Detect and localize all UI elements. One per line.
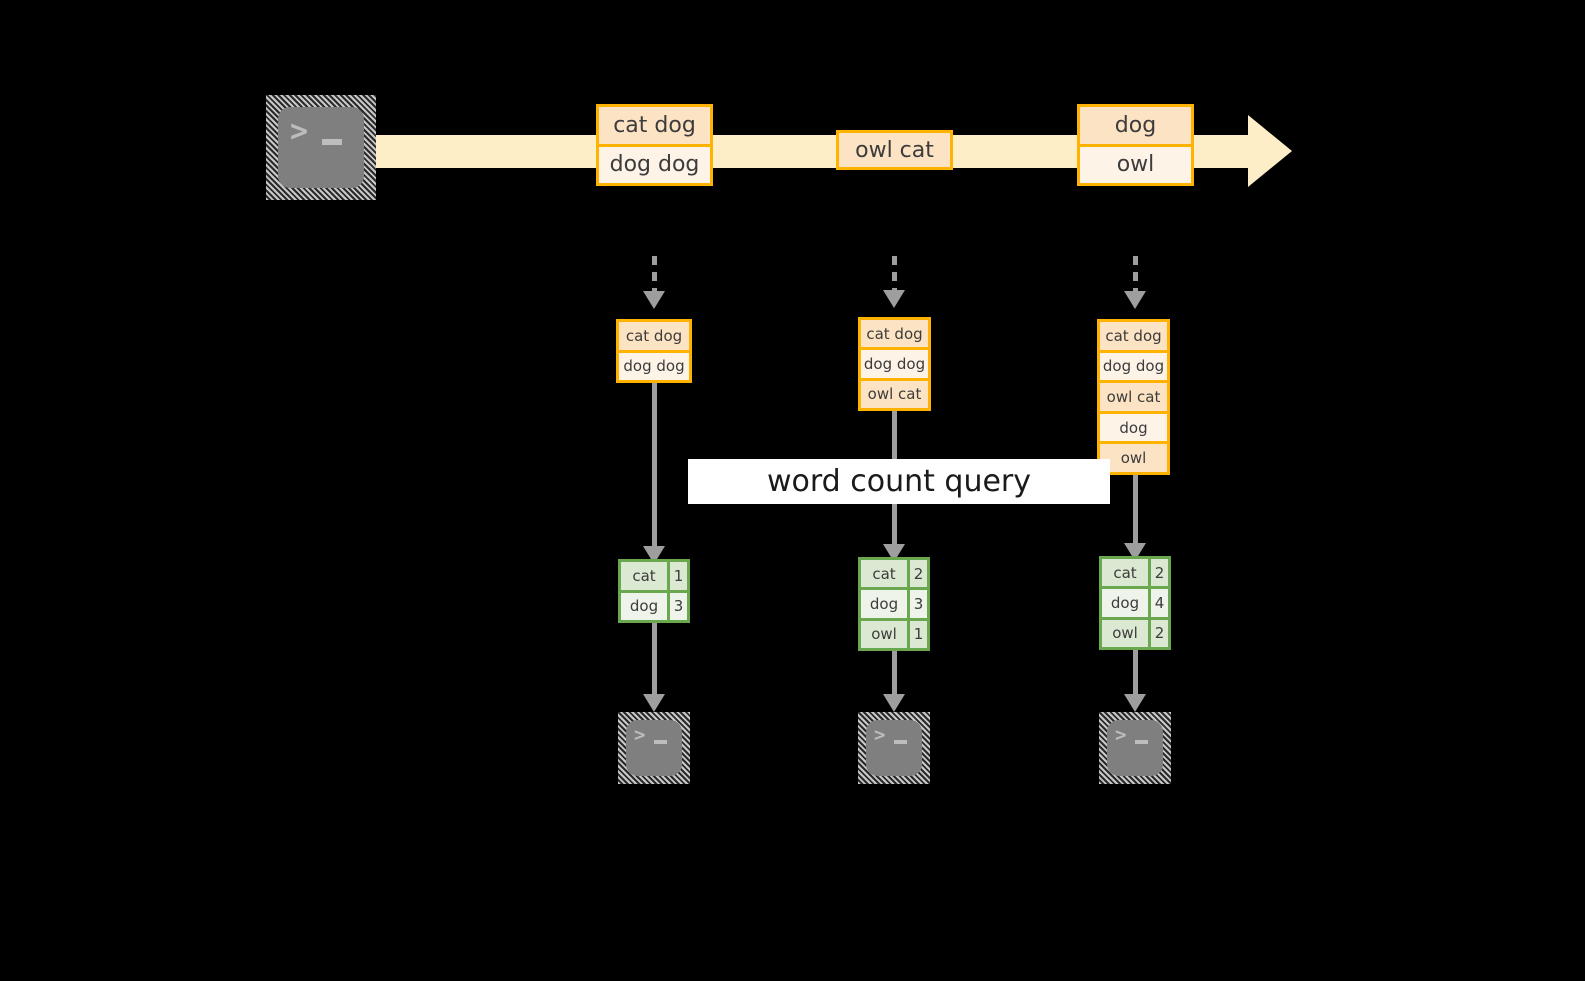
sink-arrowhead-column-2: [883, 694, 905, 712]
result-count: 3: [907, 590, 927, 618]
query-label-text: word count query: [766, 464, 1032, 499]
event-line: owl: [1080, 143, 1191, 183]
console-prompt-glyph: >: [1115, 724, 1127, 746]
timeline-event-batch-2[interactable]: owl cat: [836, 130, 953, 170]
source-console-icon[interactable]: >: [266, 95, 376, 200]
result-count: 2: [1148, 619, 1168, 647]
result-word: dog: [861, 590, 907, 618]
state-row: owl: [1100, 441, 1167, 472]
console-cursor-glyph: [894, 740, 907, 744]
result-count: 4: [1148, 589, 1168, 617]
sink-line-column-3: [1133, 650, 1138, 701]
result-row: cat 2: [1102, 559, 1168, 587]
console-cursor-glyph: [322, 139, 342, 145]
event-line: dog: [1080, 107, 1191, 144]
result-row: cat 1: [621, 562, 687, 590]
sink-console-icon-column-2[interactable]: >: [858, 712, 930, 784]
query-label: word count query: [688, 459, 1110, 504]
result-word: dog: [1102, 589, 1148, 617]
console-cursor-glyph: [1135, 740, 1148, 744]
result-word: cat: [1102, 559, 1148, 587]
state-row: owl cat: [1100, 380, 1167, 411]
state-table-column-2[interactable]: cat dog dog dog owl cat: [858, 317, 931, 411]
trigger-dashed-line-column-1: [652, 256, 657, 295]
trigger-arrowhead-column-1: [643, 291, 665, 309]
sink-line-column-1: [652, 623, 657, 701]
result-word: dog: [621, 592, 667, 620]
state-row: dog dog: [619, 349, 689, 380]
sink-line-column-2: [892, 651, 897, 701]
trigger-arrowhead-column-2: [883, 290, 905, 308]
trigger-dashed-line-column-2: [892, 256, 897, 294]
result-word: cat: [621, 562, 667, 590]
sink-arrowhead-column-1: [643, 694, 665, 712]
console-prompt-glyph: >: [874, 724, 886, 746]
console-prompt-glyph: >: [290, 114, 309, 149]
event-line: cat dog: [599, 107, 710, 144]
event-line: owl cat: [839, 133, 950, 167]
state-row: dog dog: [1100, 349, 1167, 381]
result-row: dog 3: [621, 589, 687, 620]
flow-line-column-3: [1133, 475, 1138, 560]
flow-line-column-1: [652, 383, 657, 563]
result-row: owl 1: [861, 617, 927, 648]
sink-console-icon-column-3[interactable]: >: [1099, 712, 1171, 784]
trigger-dashed-line-column-3: [1133, 256, 1138, 295]
timeline-event-batch-1[interactable]: cat dog dog dog: [596, 104, 713, 186]
console-screen: >: [866, 720, 922, 776]
result-row: dog 3: [861, 587, 927, 618]
console-cursor-glyph: [654, 740, 667, 744]
state-table-column-1[interactable]: cat dog dog dog: [616, 319, 692, 383]
sink-arrowhead-column-3: [1124, 694, 1146, 712]
result-table-column-2[interactable]: cat 2 dog 3 owl 1: [858, 557, 930, 651]
state-table-column-3[interactable]: cat dog dog dog owl cat dog owl: [1097, 319, 1170, 475]
state-row: cat dog: [1100, 322, 1167, 350]
trigger-arrowhead-column-3: [1124, 291, 1146, 309]
console-screen: >: [278, 107, 364, 188]
sink-console-icon-column-1[interactable]: >: [618, 712, 690, 784]
state-row: cat dog: [619, 322, 689, 350]
console-screen: >: [1107, 720, 1163, 776]
state-row: owl cat: [861, 377, 928, 408]
event-line: dog dog: [599, 143, 710, 183]
result-row: cat 2: [861, 560, 927, 588]
result-count: 2: [1148, 559, 1168, 587]
result-count: 2: [907, 560, 927, 588]
result-word: owl: [1102, 619, 1148, 647]
result-count: 1: [667, 562, 687, 590]
state-row: dog dog: [861, 347, 928, 378]
result-count: 3: [667, 592, 687, 620]
result-row: dog 4: [1102, 586, 1168, 617]
result-word: cat: [861, 560, 907, 588]
timeline-arrowhead: [1248, 115, 1292, 187]
result-count: 1: [907, 620, 927, 648]
timeline-event-batch-3[interactable]: dog owl: [1077, 104, 1194, 186]
console-screen: >: [626, 720, 682, 776]
result-table-column-3[interactable]: cat 2 dog 4 owl 2: [1099, 556, 1171, 650]
result-word: owl: [861, 620, 907, 648]
result-row: owl 2: [1102, 616, 1168, 647]
state-row: dog: [1100, 410, 1167, 442]
result-table-column-1[interactable]: cat 1 dog 3: [618, 559, 690, 623]
console-prompt-glyph: >: [634, 724, 646, 746]
state-row: cat dog: [861, 320, 928, 348]
